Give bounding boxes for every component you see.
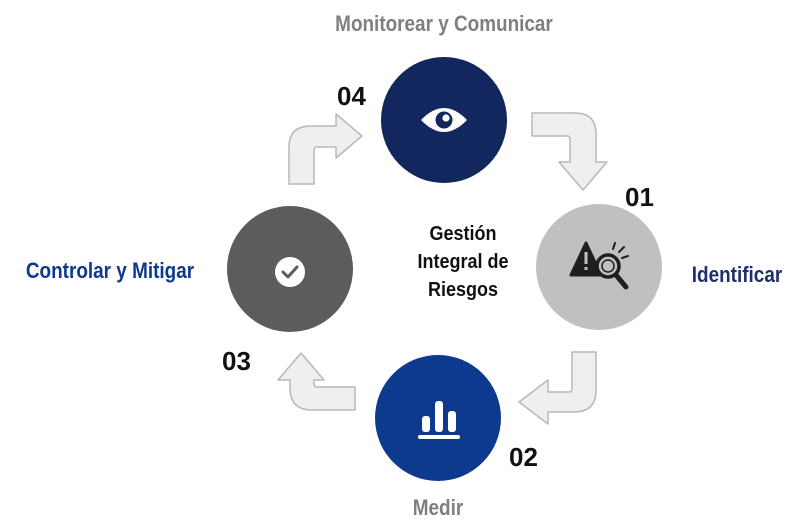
label-controlar: Controlar y Mitigar	[25, 258, 195, 283]
eye-icon	[421, 108, 467, 132]
step-02-medir	[375, 355, 501, 481]
arrow-04-to-01	[531, 112, 608, 191]
step-03-controlar	[227, 206, 353, 332]
step-01-number: 01	[625, 182, 654, 212]
center-title-line-2: Integral de	[417, 251, 509, 273]
center-title-line-3: Riesgos	[427, 279, 499, 301]
step-04-number: 04	[337, 81, 366, 111]
step-01-identificar	[536, 204, 662, 330]
center-title: Gestión Integral de Riesgos	[378, 220, 548, 304]
label-medir: Medir	[412, 495, 464, 520]
arrow-02-to-03	[277, 352, 356, 411]
arrow-03-to-04	[288, 113, 363, 185]
step-02-number: 02	[509, 442, 538, 472]
arrow-01-to-02	[518, 351, 597, 425]
step-04-monitorear	[381, 57, 507, 183]
bar-chart-icon	[418, 401, 460, 439]
center-title-line-1: Gestión	[429, 223, 497, 245]
check-icon	[275, 257, 305, 287]
warning-magnifier-icon	[569, 241, 629, 290]
label-monitorear: Monitorear y Comunicar	[335, 11, 553, 36]
step-03-number: 03	[222, 346, 251, 376]
label-identificar: Identificar	[691, 262, 783, 287]
